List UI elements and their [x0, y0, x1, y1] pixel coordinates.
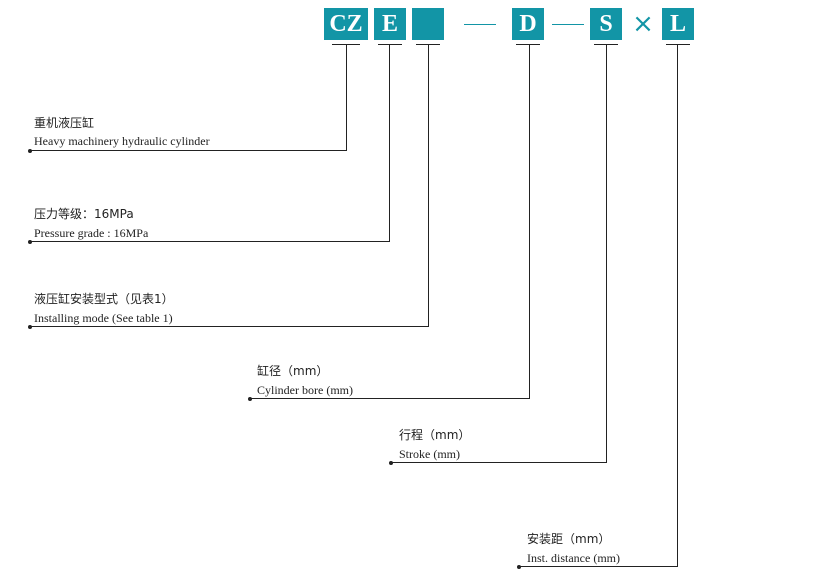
box-underline	[378, 44, 402, 45]
separator-dash-2	[552, 24, 584, 25]
code-box-mounting	[412, 8, 444, 40]
leader-vertical-distance	[677, 44, 678, 566]
label-zh-distance: 安装距（mm）	[527, 532, 611, 546]
code-box-distance: L	[662, 8, 694, 40]
leader-dot	[28, 149, 32, 153]
leader-horizontal-bore	[250, 398, 530, 399]
label-en-mounting: Installing mode (See table 1)	[34, 311, 173, 325]
code-box-stroke: S	[590, 8, 622, 40]
label-en-bore: Cylinder bore (mm)	[257, 383, 353, 397]
leader-dot	[389, 461, 393, 465]
leader-vertical-stroke	[606, 44, 607, 462]
label-en-stroke: Stroke (mm)	[399, 447, 460, 461]
leader-dot	[28, 240, 32, 244]
leader-horizontal-distance	[519, 566, 678, 567]
leader-horizontal-mounting	[30, 326, 429, 327]
label-zh-pressure: 压力等级：16MPa	[34, 207, 134, 221]
leader-horizontal-series	[30, 150, 347, 151]
leader-horizontal-stroke	[391, 462, 607, 463]
times-symbol: ×	[632, 9, 654, 39]
separator-dash-1	[464, 24, 496, 25]
box-underline	[666, 44, 690, 45]
leader-horizontal-pressure	[30, 241, 390, 242]
leader-dot	[248, 397, 252, 401]
label-en-series: Heavy machinery hydraulic cylinder	[34, 134, 210, 148]
box-underline	[516, 44, 540, 45]
code-box-pressure: E	[374, 8, 406, 40]
leader-dot	[517, 565, 521, 569]
label-zh-bore: 缸径（mm）	[257, 364, 329, 378]
leader-vertical-pressure	[389, 44, 390, 242]
label-zh-mounting: 液压缸安装型式（见表1）	[34, 292, 174, 306]
code-box-bore: D	[512, 8, 544, 40]
leader-vertical-bore	[529, 44, 530, 398]
label-en-distance: Inst. distance (mm)	[527, 551, 620, 565]
leader-dot	[28, 325, 32, 329]
label-zh-stroke: 行程（mm）	[399, 428, 471, 442]
label-en-pressure: Pressure grade : 16MPa	[34, 226, 149, 240]
code-box-series: CZ	[324, 8, 368, 40]
leader-vertical-mounting	[428, 44, 429, 326]
label-zh-series: 重机液压缸	[34, 116, 95, 130]
leader-vertical-series	[346, 44, 347, 151]
